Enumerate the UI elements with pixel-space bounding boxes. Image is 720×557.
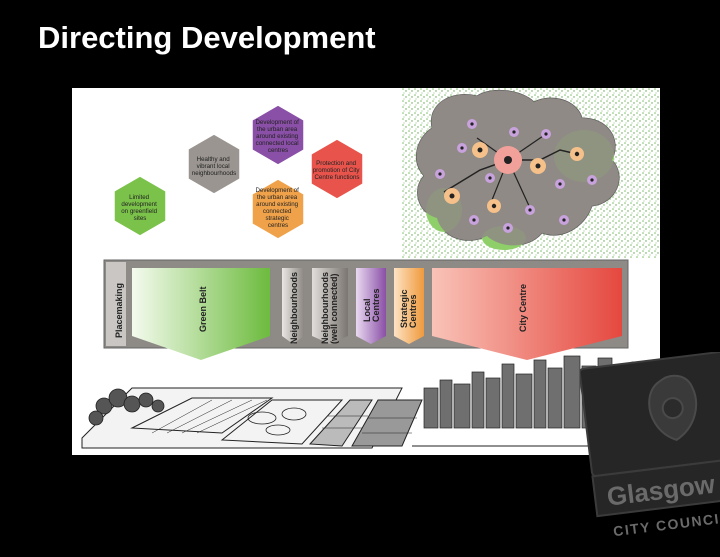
band-label-local-centres-2: Centres bbox=[371, 288, 381, 322]
band-label-neighbourhoods-connected-1: Neighbourhoods bbox=[320, 272, 330, 344]
hex-text-limited-development: Limited development on greenfield sites bbox=[121, 194, 159, 222]
band-label-local-centres-1: Local bbox=[362, 298, 372, 322]
hex-city-centre-functions bbox=[310, 138, 364, 200]
band-strategic-centres bbox=[394, 268, 424, 344]
hex-text-city-centre-functions: Protection and promotion of City Centre … bbox=[313, 160, 362, 181]
band-label-strategic-centres-2: Centres bbox=[408, 294, 418, 328]
hex-text-healthy-neighbourhoods: Healthy and vibrant local neighbourhoods bbox=[192, 156, 236, 177]
hex-limited-development bbox=[113, 175, 167, 237]
landscape-sketch bbox=[81, 355, 660, 449]
placemaking-band: Placemaking Green Belt Neighbourhoods Ne… bbox=[103, 259, 629, 360]
band-label-neighbourhoods: Neighbourhoods bbox=[289, 272, 299, 344]
band-label-green-belt: Green Belt bbox=[198, 286, 208, 332]
band-local-centres bbox=[356, 268, 386, 344]
logo-text-city-council: CITY COUNCIL bbox=[612, 509, 720, 539]
hex-text-strategic-centres: Development of the urban area around exi… bbox=[255, 187, 300, 229]
hex-healthy-neighbourhoods bbox=[187, 133, 241, 195]
band-neighbourhoods bbox=[282, 268, 304, 344]
band-label-city-centre: City Centre bbox=[518, 284, 528, 332]
slide-title: Directing Development bbox=[38, 20, 376, 55]
glasgow-city-council-logo: Glasgow CITY COUNCIL bbox=[578, 350, 720, 552]
band-green-belt bbox=[132, 268, 270, 360]
band-city-centre bbox=[432, 268, 622, 360]
band-neighbourhoods-connected bbox=[312, 268, 348, 344]
band-label-placemaking: Placemaking bbox=[114, 283, 124, 338]
hex-strategic-centres bbox=[251, 178, 305, 240]
placemaking-diagram: Limited development on greenfield sites … bbox=[72, 88, 660, 455]
hex-local-centres bbox=[251, 104, 305, 166]
band-label-strategic-centres-1: Strategic bbox=[399, 289, 409, 328]
band-label-neighbourhoods-connected-2: (well connected) bbox=[329, 273, 339, 344]
hexagon-cluster: Limited development on greenfield sites … bbox=[113, 104, 364, 240]
city-map-illustration bbox=[402, 88, 660, 258]
hex-text-local-centres: Development of the urban area around exi… bbox=[255, 119, 300, 154]
